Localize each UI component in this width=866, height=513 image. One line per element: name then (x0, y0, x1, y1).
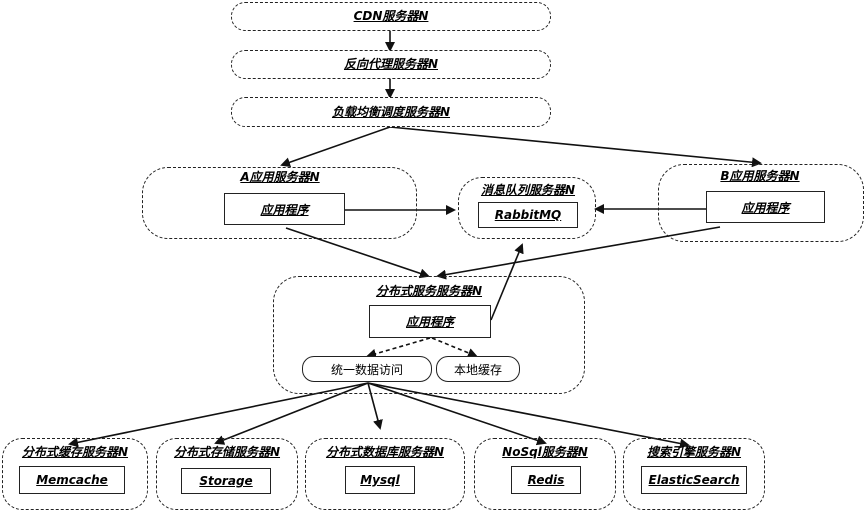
app-b-title: B应用服务器N (720, 169, 800, 183)
storage-group (156, 438, 298, 510)
arrow-distributed-to-mq (490, 243, 524, 321)
mq-title: 消息队列服务器N (480, 183, 576, 197)
arrow-program-to-unified (366, 337, 431, 359)
mq-group (458, 177, 596, 239)
reverse-proxy-label: 反向代理服务器N (343, 57, 439, 71)
app-b-group (658, 164, 864, 242)
storage-group-title: 分布式存储服务器N (173, 445, 281, 459)
cdn-server-label: CDN服务器N (353, 9, 429, 23)
mysql-group-title: 分布式数据库服务器N (325, 445, 445, 459)
unified-data-access-pill: 统一数据访问 (302, 356, 432, 382)
arrow-program-to-cache (431, 337, 478, 358)
mq-rabbitmq: RabbitMQ (478, 202, 578, 228)
redis-box: Redis (511, 466, 581, 494)
load-balancer-label: 负载均衡调度服务器N (331, 105, 451, 119)
arrow-app-a-to-distributed (285, 227, 430, 279)
load-balancer-box: 负载均衡调度服务器N (231, 97, 551, 127)
app-a-group (142, 167, 417, 239)
elasticsearch-group (623, 438, 765, 510)
mysql-box: Mysql (345, 466, 415, 494)
elasticsearch-group-title: 搜索引擎服务器N (646, 445, 742, 459)
arrow-lb-to-app-b (389, 126, 762, 168)
app-a-program: 应用程序 (224, 193, 345, 225)
memcache-box: Memcache (19, 466, 125, 494)
elasticsearch-box: ElasticSearch (641, 466, 747, 494)
arrow-lb-to-app-a (280, 126, 391, 168)
app-a-title: A应用服务器N (240, 170, 320, 184)
redis-group (474, 438, 616, 510)
mysql-group (305, 438, 465, 510)
app-b-program: 应用程序 (706, 191, 825, 223)
redis-group-title: NoSql服务器N (502, 445, 588, 459)
memcache-group-title: 分布式缓存服务器N (21, 445, 129, 459)
distributed-program: 应用程序 (369, 305, 491, 338)
local-cache-pill: 本地缓存 (436, 356, 520, 382)
distributed-group (273, 276, 585, 394)
cdn-server-box: CDN服务器N (231, 2, 551, 31)
storage-box: Storage (181, 468, 271, 494)
reverse-proxy-box: 反向代理服务器N (231, 50, 551, 79)
arrow-to-mysql (367, 382, 383, 430)
distributed-title: 分布式服务服务器N (375, 284, 483, 298)
memcache-group (2, 438, 148, 510)
